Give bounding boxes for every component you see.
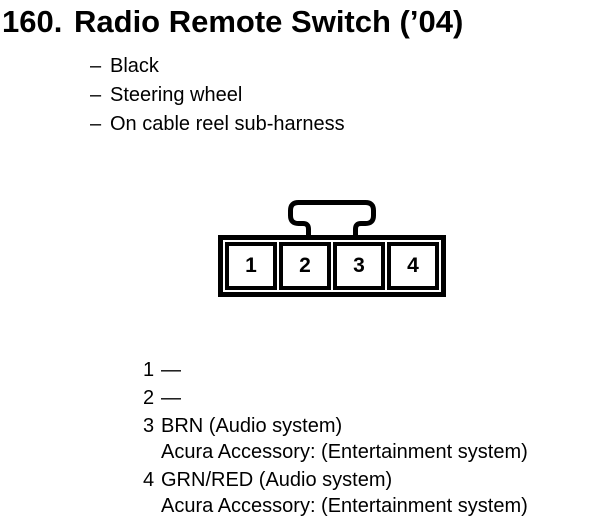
pin-wire: — <box>161 387 181 409</box>
cavity-number: 4 <box>407 254 419 277</box>
pin-row: 1 — <box>143 357 528 383</box>
connector-diagram: 1 2 3 4 <box>218 235 446 297</box>
connector-cavity-4: 4 <box>387 242 439 290</box>
connector-latch-icon <box>288 200 376 238</box>
cavity-number: 1 <box>245 254 257 277</box>
cavity-number: 2 <box>299 254 311 277</box>
note-text: On cable reel sub-harness <box>110 113 345 135</box>
pin-row: 4 GRN/RED (Audio system) Acura Accessory… <box>143 467 528 519</box>
pin-wire: — <box>161 359 181 381</box>
section-number: 160. <box>2 4 63 39</box>
section-title: Radio Remote Switch (’04) <box>74 4 464 39</box>
pin-number: 1 <box>143 359 155 381</box>
connector-cavity-3: 3 <box>333 242 385 290</box>
cavity-number: 3 <box>353 254 365 277</box>
pin-wire-note: Acura Accessory: (Entertainment system) <box>161 495 528 517</box>
connector-cavity-1: 1 <box>225 242 277 290</box>
note-text: Steering wheel <box>110 84 243 106</box>
pin-wire-note: Acura Accessory: (Entertainment system) <box>161 441 528 463</box>
pin-number: 3 <box>143 415 155 437</box>
pin-number: 2 <box>143 387 155 409</box>
note-item: – Steering wheel <box>90 81 345 110</box>
pin-wire: BRN (Audio system) <box>161 415 343 437</box>
note-text: Black <box>110 55 159 77</box>
pin-number: 4 <box>143 469 155 491</box>
pin-description: GRN/RED (Audio system) Acura Accessory: … <box>161 467 528 519</box>
pin-descriptions: 1 — 2 — 3 BRN (Audio system) Acura Acces… <box>143 357 528 521</box>
note-item: – Black <box>90 52 345 81</box>
pin-description: BRN (Audio system) Acura Accessory: (Ent… <box>161 413 528 465</box>
connector-cavity-2: 2 <box>279 242 331 290</box>
pin-row: 2 — <box>143 385 528 411</box>
pin-wire: GRN/RED (Audio system) <box>161 469 393 491</box>
pin-description: — <box>161 385 181 411</box>
pin-row: 3 BRN (Audio system) Acura Accessory: (E… <box>143 413 528 465</box>
notes-list: – Black – Steering wheel – On cable reel… <box>90 52 345 139</box>
bullet-dash: – <box>90 113 102 135</box>
pin-description: — <box>161 357 181 383</box>
note-item: – On cable reel sub-harness <box>90 110 345 139</box>
page-title: 160. Radio Remote Switch (’04) <box>2 5 463 39</box>
bullet-dash: – <box>90 84 102 106</box>
bullet-dash: – <box>90 55 102 77</box>
